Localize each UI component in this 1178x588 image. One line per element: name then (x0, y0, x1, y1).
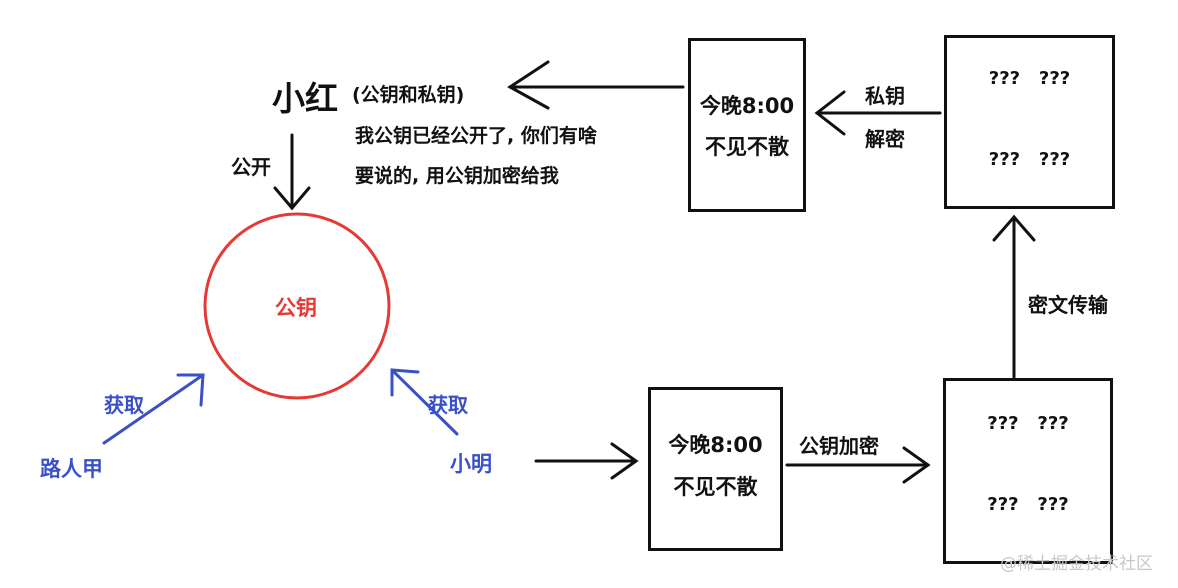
public-key-label: 公钥 (275, 296, 317, 320)
ciphertext-top-row2: ??? ??? (988, 149, 1071, 170)
plaintext-to-xiaohong-arrow (507, 60, 685, 110)
xiaoming-get-arrow (390, 368, 459, 436)
plaintext-bottom-line1: 今晚8:00 (668, 433, 763, 457)
ciphertext-bottom-row1: ??? ??? (987, 413, 1069, 434)
xiaohong-message-line2: 要说的, 用公钥加密给我 (355, 165, 559, 187)
publish-arrow (273, 133, 311, 211)
ciphertext-box-bottom: ??? ??? ??? ??? (943, 378, 1113, 564)
plaintext-box-top: 今晚8:00 不见不散 (688, 38, 806, 212)
xiaohong-name: 小红 (272, 79, 338, 118)
encrypt-arrow (785, 446, 931, 484)
encrypt-label: 公钥加密 (799, 434, 879, 458)
plaintext-box-bottom: 今晚8:00 不见不散 (648, 387, 783, 551)
passerby-get-label: 获取 (104, 393, 144, 417)
passerby-name: 路人甲 (40, 457, 103, 481)
decrypt-label-line2: 解密 (865, 127, 905, 151)
plaintext-bottom-line2: 不见不散 (673, 475, 758, 499)
transmit-label: 密文传输 (1028, 293, 1108, 317)
xiaoming-get-label: 获取 (428, 393, 468, 417)
ciphertext-bottom-row2: ??? ??? (987, 494, 1069, 515)
public-key-circle (203, 212, 391, 400)
ciphertext-box-top: ??? ??? ??? ??? (944, 35, 1115, 209)
watermark: @稀土掘金技术社区 (1000, 554, 1153, 574)
transmit-arrow (992, 214, 1036, 379)
xiaohong-keys-note: (公钥和私钥) (352, 84, 465, 106)
xiaoming-to-plaintext-arrow (534, 442, 639, 480)
plaintext-top-line1: 今晚8:00 (699, 94, 795, 118)
xiaohong-message-line1: 我公钥已经公开了, 你们有啥 (355, 125, 597, 147)
ciphertext-top-row1: ??? ??? (988, 68, 1071, 89)
decrypt-label-line1: 私钥 (865, 84, 905, 108)
plaintext-top-line2: 不见不散 (705, 135, 789, 159)
passerby-get-arrow (102, 373, 205, 445)
decrypt-arrow (814, 90, 942, 136)
xiaoming-name: 小明 (450, 452, 492, 476)
publish-label: 公开 (231, 155, 271, 179)
